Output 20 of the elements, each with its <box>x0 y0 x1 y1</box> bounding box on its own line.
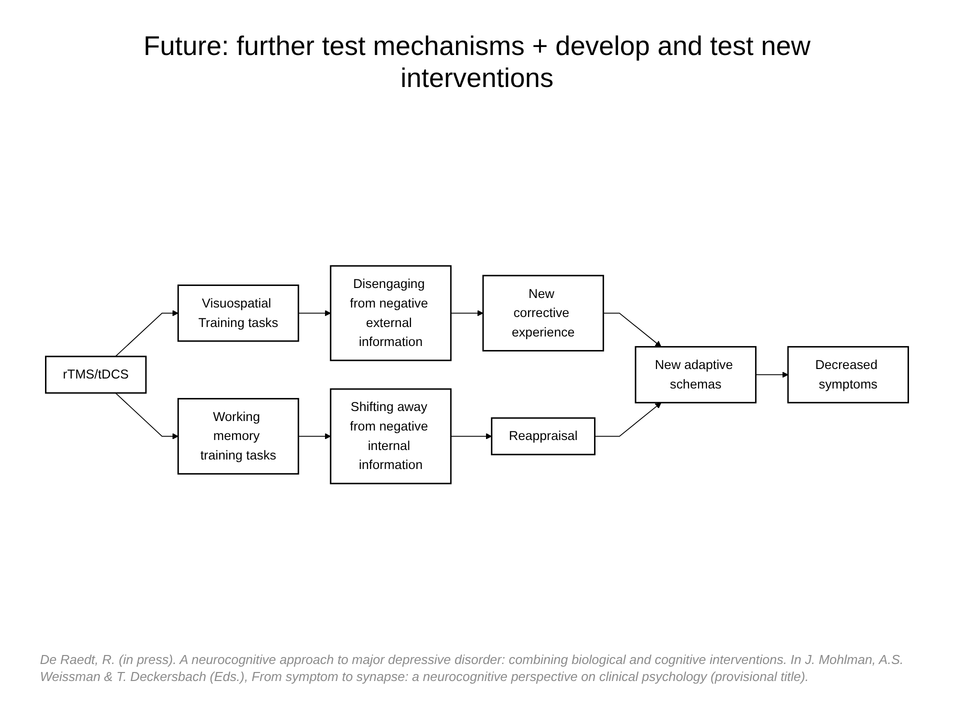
arrow <box>298 432 331 440</box>
arrow <box>602 312 662 347</box>
node-box: Disengaging from negative external information <box>330 264 452 361</box>
arrow <box>298 310 331 316</box>
arrow <box>115 392 178 440</box>
node-box: rTMS/tDCS <box>45 356 147 394</box>
node-box: New corrective experience <box>482 274 604 352</box>
arrow <box>755 371 788 378</box>
arrow <box>115 310 178 357</box>
arrow <box>450 432 492 440</box>
node-box: Decreased symptoms <box>787 346 909 404</box>
arrow <box>594 402 662 436</box>
node-box: New adaptive schemas <box>634 346 757 404</box>
node-box: Visuospatial Training tasks <box>177 284 300 342</box>
node-box: Reappraisal <box>490 417 596 456</box>
arrow <box>450 310 484 316</box>
node-box: Shifting away from negative internal information <box>330 388 452 484</box>
citation-caption: De Raedt, R. (in press). A neurocognitive approach to major depressive disorder: combining biological and cognitive interventions. In J. Mohlman, A.S. Weissman & T. Deckersbach (Eds.), From symptom to synapse: a neurocognitive perspective on clinical psychology (provisional title). <box>40 652 904 686</box>
diagram-title: Future: further test mechanisms + develop and test new interventions <box>142 30 812 95</box>
node-box: Working memory training tasks <box>177 398 300 474</box>
